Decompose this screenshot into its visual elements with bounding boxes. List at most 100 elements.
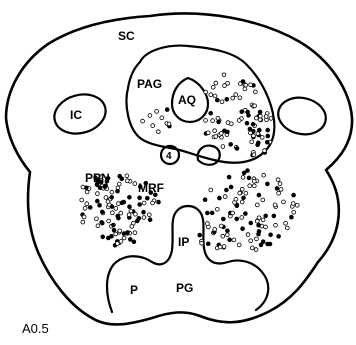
filled-neuron-dot <box>101 235 105 239</box>
open-neuron-dot <box>206 131 210 135</box>
open-neuron-dot <box>240 200 244 204</box>
open-neuron-dot <box>249 239 253 243</box>
open-neuron-dot <box>222 245 226 249</box>
open-neuron-dot <box>261 218 265 222</box>
open-neuron-dot <box>129 209 133 213</box>
open-neuron-dot <box>255 116 259 120</box>
open-neuron-dot <box>81 220 85 224</box>
filled-neuron-dot <box>100 210 104 214</box>
open-neuron-dot <box>255 219 259 223</box>
open-neuron-dot <box>234 93 238 97</box>
open-neuron-dot <box>204 119 208 123</box>
open-neuron-dot <box>115 242 119 246</box>
filled-neuron-dot <box>110 234 114 238</box>
filled-neuron-dot <box>165 108 169 112</box>
filled-neuron-dot <box>246 169 250 173</box>
open-neuron-dot <box>155 110 159 114</box>
open-neuron-dot <box>246 233 250 237</box>
filled-neuron-dot <box>206 211 210 215</box>
filled-neuron-dot <box>245 121 249 125</box>
open-neuron-dot <box>282 200 286 204</box>
open-neuron-dot <box>127 213 131 217</box>
open-neuron-dot <box>83 206 87 210</box>
open-neuron-dot <box>200 241 204 245</box>
filled-neuron-dot <box>241 227 245 231</box>
open-neuron-dot <box>278 182 282 186</box>
open-neuron-dot <box>80 198 84 202</box>
filled-neuron-dot <box>277 235 281 239</box>
label-sc: SC <box>118 29 135 43</box>
open-neuron-dot <box>252 184 256 188</box>
open-neuron-dot <box>295 203 299 207</box>
filled-neuron-dot <box>266 128 270 132</box>
open-neuron-dot <box>133 231 137 235</box>
open-neuron-dot <box>253 104 257 108</box>
open-neuron-dot <box>95 217 99 221</box>
open-neuron-dot <box>276 178 280 182</box>
open-neuron-dot <box>254 90 258 94</box>
filled-neuron-dot <box>210 211 214 215</box>
open-neuron-dot <box>211 119 215 123</box>
filled-neuron-dot <box>198 233 202 237</box>
open-neuron-dot <box>151 124 155 128</box>
label-aq: AQ <box>178 93 196 107</box>
open-neuron-dot <box>114 232 118 236</box>
open-neuron-dot <box>141 119 145 123</box>
label-ic: IC <box>70 108 82 122</box>
open-neuron-dot <box>81 185 85 189</box>
open-neuron-dot <box>125 179 129 183</box>
open-neuron-dot <box>250 140 254 144</box>
filled-neuron-dot <box>215 98 219 102</box>
open-neuron-dot <box>264 115 268 119</box>
filled-neuron-dot <box>217 120 221 124</box>
filled-neuron-dot <box>272 214 276 218</box>
open-neuron-dot <box>134 212 138 216</box>
filled-neuron-dot <box>112 223 116 227</box>
filled-neuron-dot <box>264 214 268 218</box>
open-neuron-dot <box>261 198 265 202</box>
open-neuron-dot <box>119 211 123 215</box>
open-neuron-dot <box>226 121 230 125</box>
open-neuron-dot <box>122 236 126 240</box>
filled-neuron-dot <box>235 147 239 151</box>
open-neuron-dot <box>240 216 244 220</box>
open-neuron-dot <box>218 245 222 249</box>
open-neuron-dot <box>243 87 247 91</box>
filled-neuron-dot <box>157 200 161 204</box>
open-neuron-dot <box>206 222 210 226</box>
filled-neuron-dot <box>218 196 222 200</box>
open-neuron-dot <box>255 237 259 241</box>
open-neuron-dot <box>244 83 248 87</box>
filled-neuron-dot <box>247 114 251 118</box>
open-neuron-dot <box>214 81 218 85</box>
filled-neuron-dot <box>112 228 116 232</box>
filled-neuron-dot <box>241 80 245 84</box>
open-neuron-dot <box>220 100 224 104</box>
filled-neuron-dot <box>257 223 261 227</box>
open-neuron-dot <box>167 122 171 126</box>
open-neuron-dot <box>107 219 111 223</box>
open-neuron-dot <box>148 114 152 118</box>
open-neuron-dot <box>234 197 238 201</box>
filled-neuron-dot <box>257 230 261 234</box>
open-neuron-dot <box>117 202 121 206</box>
open-neuron-dot <box>237 119 241 123</box>
filled-neuron-dot <box>266 182 270 186</box>
open-neuron-dot <box>277 191 281 195</box>
filled-neuron-dot <box>225 97 229 101</box>
filled-neuron-dot <box>209 111 213 115</box>
filled-neuron-dot <box>269 233 273 237</box>
label-pag: PAG <box>137 77 162 91</box>
open-neuron-dot <box>82 215 86 219</box>
open-neuron-dot <box>117 182 121 186</box>
open-neuron-dot <box>204 90 208 94</box>
filled-neuron-dot <box>249 221 253 225</box>
open-neuron-dot <box>214 135 218 139</box>
filled-neuron-dot <box>142 210 146 214</box>
open-neuron-dot <box>231 211 235 215</box>
filled-neuron-dot <box>128 205 132 209</box>
open-neuron-dot <box>254 248 258 252</box>
open-neuron-dot <box>244 191 248 195</box>
open-neuron-dot <box>130 225 134 229</box>
open-neuron-dot <box>221 145 225 149</box>
